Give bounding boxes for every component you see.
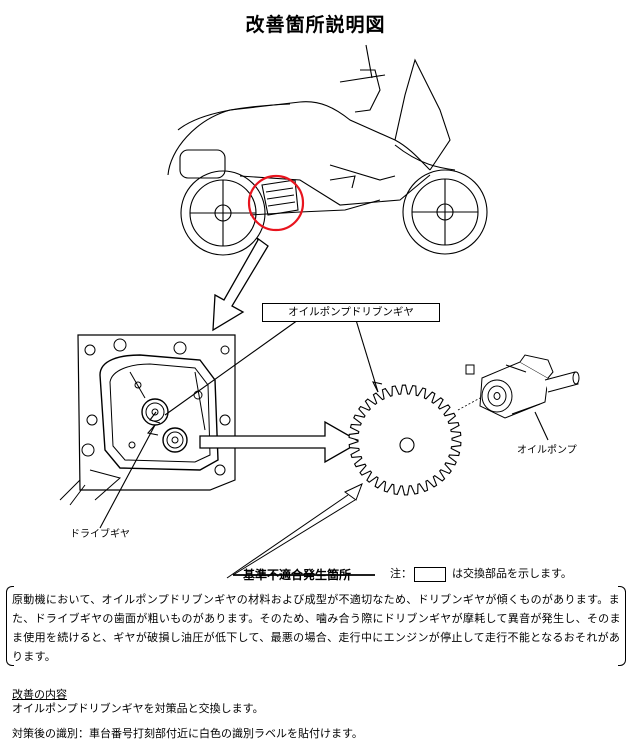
diagram-artwork <box>59 44 580 529</box>
defect-description: 原動機において、オイルポンプドリブンギヤの材料および成型が不適切なため、ドリブン… <box>12 593 621 663</box>
driven-gear-illustration <box>348 384 462 496</box>
legend-note: 注： は交換部品を示します。 <box>390 565 572 582</box>
oil-pump-illustration <box>457 354 580 419</box>
fix-heading: 改善の内容 <box>12 688 67 701</box>
nonconformity-title: 基準不適合発生箇所 <box>242 568 351 582</box>
gear-hub <box>399 437 415 453</box>
drive-gear-label: ドライブギヤ <box>70 529 130 540</box>
bracket-right <box>618 586 626 666</box>
note-prefix: 注： <box>390 567 412 580</box>
leader-lines <box>99 319 549 529</box>
pointer-arrow-down <box>212 237 269 332</box>
scooter-illustration <box>167 44 488 256</box>
legend-box <box>414 566 446 582</box>
highlight-circle <box>247 174 305 232</box>
fix-text: オイルポンプドリブンギヤを対策品と交換します。 <box>12 702 264 715</box>
oil-pump-label: オイルポンプ <box>517 445 577 456</box>
pointer-arrow-right <box>199 420 362 464</box>
page-title: 改善箇所説明図 <box>245 14 386 36</box>
bracket-left <box>6 586 14 666</box>
note-suffix: は交換部品を示します。 <box>452 567 572 580</box>
nonconformity-arrow <box>226 483 375 579</box>
identification-text: 対策後の識別：車台番号打刻部付近に白色の識別ラベルを貼付けます。 <box>12 727 363 740</box>
driven-gear-label: オイルポンプドリブンギヤ <box>262 303 440 322</box>
